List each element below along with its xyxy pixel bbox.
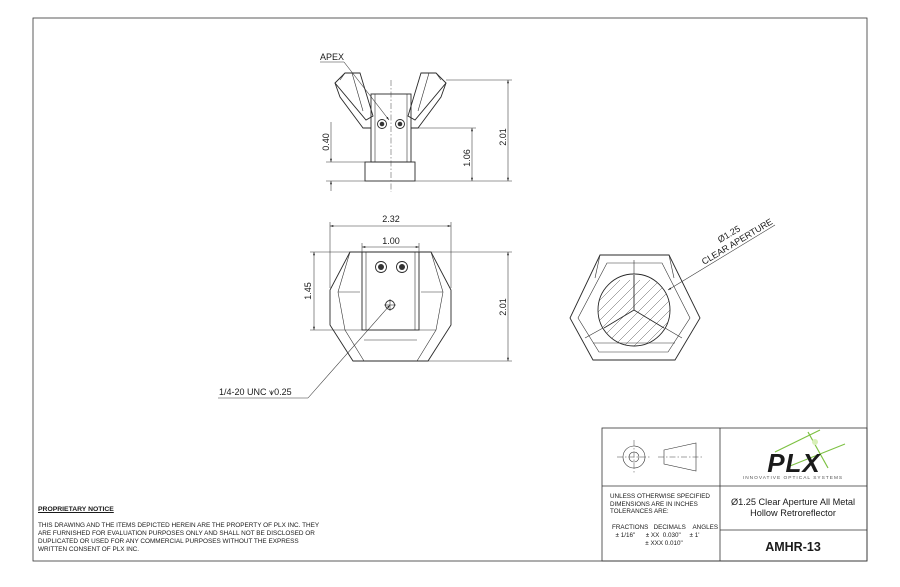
projection-symbol	[617, 440, 702, 474]
apex-callout: APEX	[320, 52, 344, 62]
side-view-dimensions	[326, 79, 512, 191]
dim-front-mount-width: 1.00	[382, 236, 400, 246]
tolerance-heading: UNLESS OTHERWISE SPECIFIED DIMENSIONS AR…	[610, 493, 710, 516]
rear-view	[569, 224, 776, 361]
logo-tagline: INNOVATIVE OPTICAL SYSTEMS	[742, 476, 844, 481]
tolerance-values: ± 1/16" ± XX 0.030" ± 1' ± XXX 0.010"	[615, 532, 700, 547]
dim-side-base: 0.40	[321, 133, 331, 151]
dim-front-width: 2.32	[382, 214, 400, 224]
dim-front-height: 2.01	[498, 298, 508, 316]
dim-side-height-inner: 1.06	[462, 149, 472, 167]
front-view-dimensions	[310, 222, 512, 362]
part-title: Ø1.25 Clear Aperture All Metal Hollow Re…	[730, 497, 856, 518]
tolerance-labels: FRACTIONS DECIMALS ANGLES	[612, 524, 719, 531]
thread-callout: 1/4-20 UNC ⩛0.25	[219, 387, 292, 397]
front-view	[218, 251, 452, 399]
side-view	[320, 61, 447, 192]
proprietary-notice-title: PROPRIETARY NOTICE	[38, 506, 114, 513]
proprietary-notice-body: THIS DRAWING AND THE ITEMS DEPICTED HERE…	[38, 522, 320, 553]
dim-side-height-total: 2.01	[498, 128, 508, 146]
logo-text: PLX	[767, 448, 821, 478]
plx-logo: PLX	[767, 429, 846, 478]
dim-front-mount-height: 1.45	[303, 282, 313, 300]
part-number: AMHR-13	[765, 540, 821, 554]
title-block: PLX	[601, 427, 868, 562]
sheet-border	[32, 17, 868, 562]
